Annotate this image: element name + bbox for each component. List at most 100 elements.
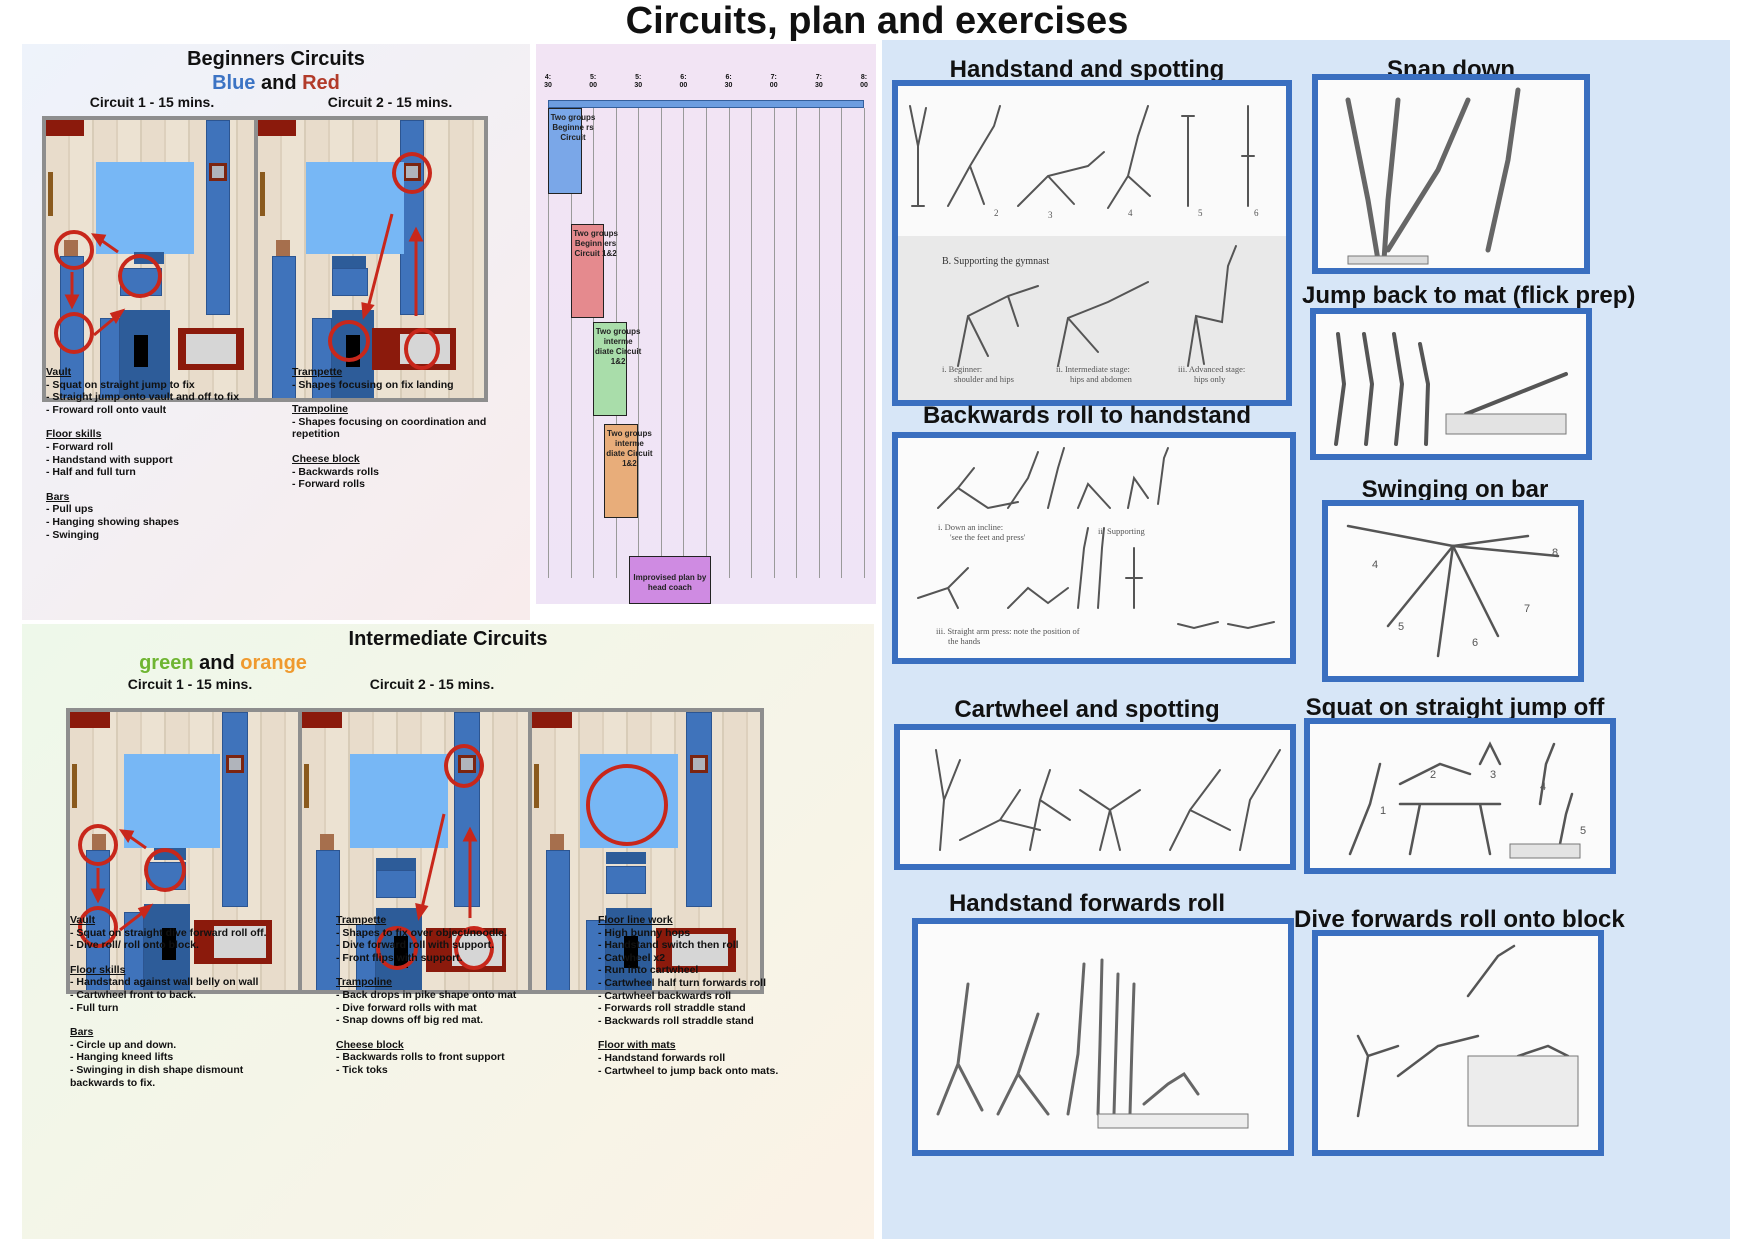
svg-text:'see the feet and press': 'see the feet and press': [950, 532, 1026, 542]
timeline-gridline: [638, 108, 640, 578]
svg-text:ii. Intermediate stage:: ii. Intermediate stage:: [1056, 364, 1130, 374]
exercise-image-squat-on: 1 2 3 4 5: [1304, 718, 1616, 874]
exercise-image-handstand-spotting: 2 3 4 5 6 B. Supporting the gymnast i. B…: [892, 80, 1292, 406]
timeline-tick: 8: 00: [860, 74, 868, 89]
hs-label-6: 6: [1254, 208, 1259, 218]
timeline-bar-label: Two groups Beginn ers Circuit 1&2: [573, 229, 618, 258]
circuit1-label: Circuit 1 - 15 mins.: [89, 94, 215, 110]
timeline-bar-label: Two groups interme diate Circuit 1&2: [606, 429, 653, 468]
circuit2-label: Circuit 2 - 15 mins.: [327, 94, 453, 110]
floor-plan-beginner-circuit1: [42, 116, 276, 402]
timeline-tick: 6: 30: [724, 74, 733, 89]
svg-text:4: 4: [1540, 781, 1546, 793]
floor-plan-intermediate-floorwork: [528, 708, 764, 994]
exercise-image-backwards-roll: i. Down an incline: 'see the feet and pr…: [892, 432, 1296, 664]
beginners-notes-right: Trampette - Shapes focusing on fix landi…: [292, 366, 487, 491]
svg-text:i. Beginner:: i. Beginner:: [942, 364, 982, 374]
exercise-title-handstand-spotting: Handstand and spotting: [949, 56, 1225, 83]
subtitle-green: green: [139, 652, 194, 674]
timeline-tick: 5: 30: [634, 74, 643, 89]
timeline-gridline: [548, 108, 549, 578]
timeline-gridline: [773, 108, 775, 578]
svg-text:8: 8: [1552, 547, 1558, 559]
beginners-notes-left: Vault - Squat on straight jump to fix - …: [46, 366, 240, 541]
svg-text:3: 3: [1490, 769, 1496, 781]
subtitle-blue: Blue: [212, 72, 256, 94]
beginners-panel: Beginners Circuits Blue and Red Circuit …: [22, 44, 530, 620]
timeline-gridline: [796, 108, 798, 578]
timeline-gridline: [864, 108, 865, 578]
timeline-gridline: [706, 108, 707, 578]
exercise-image-jump-back: [1310, 308, 1592, 460]
svg-text:7: 7: [1524, 603, 1530, 615]
svg-text:4: 4: [1372, 559, 1378, 571]
timeline-bar-label: Two groups interme diate Circuit 1&2: [595, 327, 642, 366]
timeline-gridline: [683, 108, 685, 578]
intermediate-notes-3: Floor line work - High bunny hops - Hand…: [598, 914, 779, 1077]
exercises-panel: Handstand and spotting 2 3 4 5 6 B. Supp…: [882, 40, 1730, 1239]
timeline-bar: Improvised plan by head coach: [629, 556, 711, 604]
timeline-header-bar: [548, 100, 864, 108]
exercise-title-backwards-roll: Backwards roll to handstand: [922, 402, 1252, 429]
hs-label-4: 4: [1128, 208, 1133, 218]
exercise-image-handstand-forwards-roll: [912, 918, 1294, 1156]
exercise-image-dive-forwards: [1312, 930, 1604, 1156]
beginners-title: Beginners Circuits: [187, 48, 365, 70]
timeline-gridline: [841, 108, 843, 578]
intermediate-notes-1: Vault - Squat on straight dive forward r…: [70, 914, 267, 1089]
page-title: Circuits, plan and exercises: [625, 0, 1129, 42]
svg-text:i. Down an incline:: i. Down an incline:: [938, 522, 1003, 532]
subtitle-and: and: [260, 72, 297, 94]
subtitle-and: and: [199, 652, 235, 674]
svg-text:5: 5: [1398, 621, 1404, 633]
exercise-title-swinging: Swinging on bar: [1361, 476, 1549, 503]
exercise-title-handstand-forwards-roll: Handstand forwards roll: [948, 890, 1226, 917]
exercise-title-dive-forwards: Dive forwards roll onto block: [1294, 906, 1625, 933]
int-circuit2-label: Circuit 2 - 15 mins.: [369, 676, 495, 692]
hs-label-5: 5: [1198, 208, 1203, 218]
svg-text:hips and abdomen: hips and abdomen: [1070, 374, 1133, 384]
timeline-tick: 7: 30: [814, 74, 823, 89]
int-circuit1-label: Circuit 1 - 15 mins.: [127, 676, 253, 692]
timeline-bar: Two groups Beginne rs Circuit: [548, 108, 595, 194]
timeline-tick: 6: 00: [679, 74, 688, 89]
intermediate-subtitle: green and orange: [22, 652, 424, 675]
intermediate-title: Intermediate Circuits: [348, 628, 548, 650]
timeline-bar: Two groups interme diate Circuit 1&2: [604, 424, 653, 518]
svg-text:shoulder and hips: shoulder and hips: [954, 374, 1014, 384]
svg-text:2: 2: [1430, 769, 1436, 781]
svg-text:iii. Advanced stage:: iii. Advanced stage:: [1178, 364, 1245, 374]
timeline-gridline: [660, 108, 662, 578]
svg-text:6: 6: [1472, 637, 1478, 649]
timeline-gridline: [751, 108, 753, 578]
exercise-image-swinging: 4 5 6 7 8: [1322, 500, 1584, 682]
exercise-title-squat-on: Squat on straight jump off: [1305, 694, 1605, 721]
svg-text:5: 5: [1580, 825, 1586, 837]
beginners-subtitle: Blue and Red: [22, 72, 530, 95]
exercise-image-cartwheel: [894, 724, 1296, 870]
hs-label-2: 2: [994, 208, 999, 218]
timeline-tick: 4: 30: [544, 74, 552, 89]
timeline-bar: Two groups interme diate Circuit 1&2: [593, 322, 641, 416]
exercise-title-cartwheel: Cartwheel and spotting: [954, 696, 1220, 723]
timeline-bar: Two groups Beginn ers Circuit 1&2: [570, 224, 618, 318]
intermediate-notes-2: Trampette - Shapes to fix over object/no…: [336, 914, 517, 1076]
subtitle-red: Red: [302, 72, 340, 94]
svg-text:the hands: the hands: [948, 636, 980, 646]
svg-text:hips only: hips only: [1194, 374, 1226, 384]
exercise-title-jump-back: Jump back to mat (flick prep): [1302, 282, 1636, 309]
svg-text:1: 1: [1380, 805, 1386, 817]
timeline-gridline: [570, 108, 572, 578]
hs-label-3: 3: [1048, 210, 1053, 220]
intermediate-panel: Intermediate Circuits green and orange C…: [22, 624, 874, 1239]
floor-plan-beginner-circuit2: [254, 116, 488, 402]
timeline-tick: 7: 00: [769, 74, 778, 89]
timeline-bar-label: Two groups Beginne rs Circuit: [550, 113, 596, 142]
subtitle-orange: orange: [240, 652, 307, 674]
svg-text:ii. Supporting: ii. Supporting: [1098, 526, 1146, 536]
timeline-gridline: [728, 108, 730, 578]
timeline-gridline: [818, 108, 820, 578]
supporting-gymnast-heading: B. Supporting the gymnast: [942, 256, 1049, 267]
timeline-bar-label: Improvised plan by head coach: [633, 573, 707, 592]
